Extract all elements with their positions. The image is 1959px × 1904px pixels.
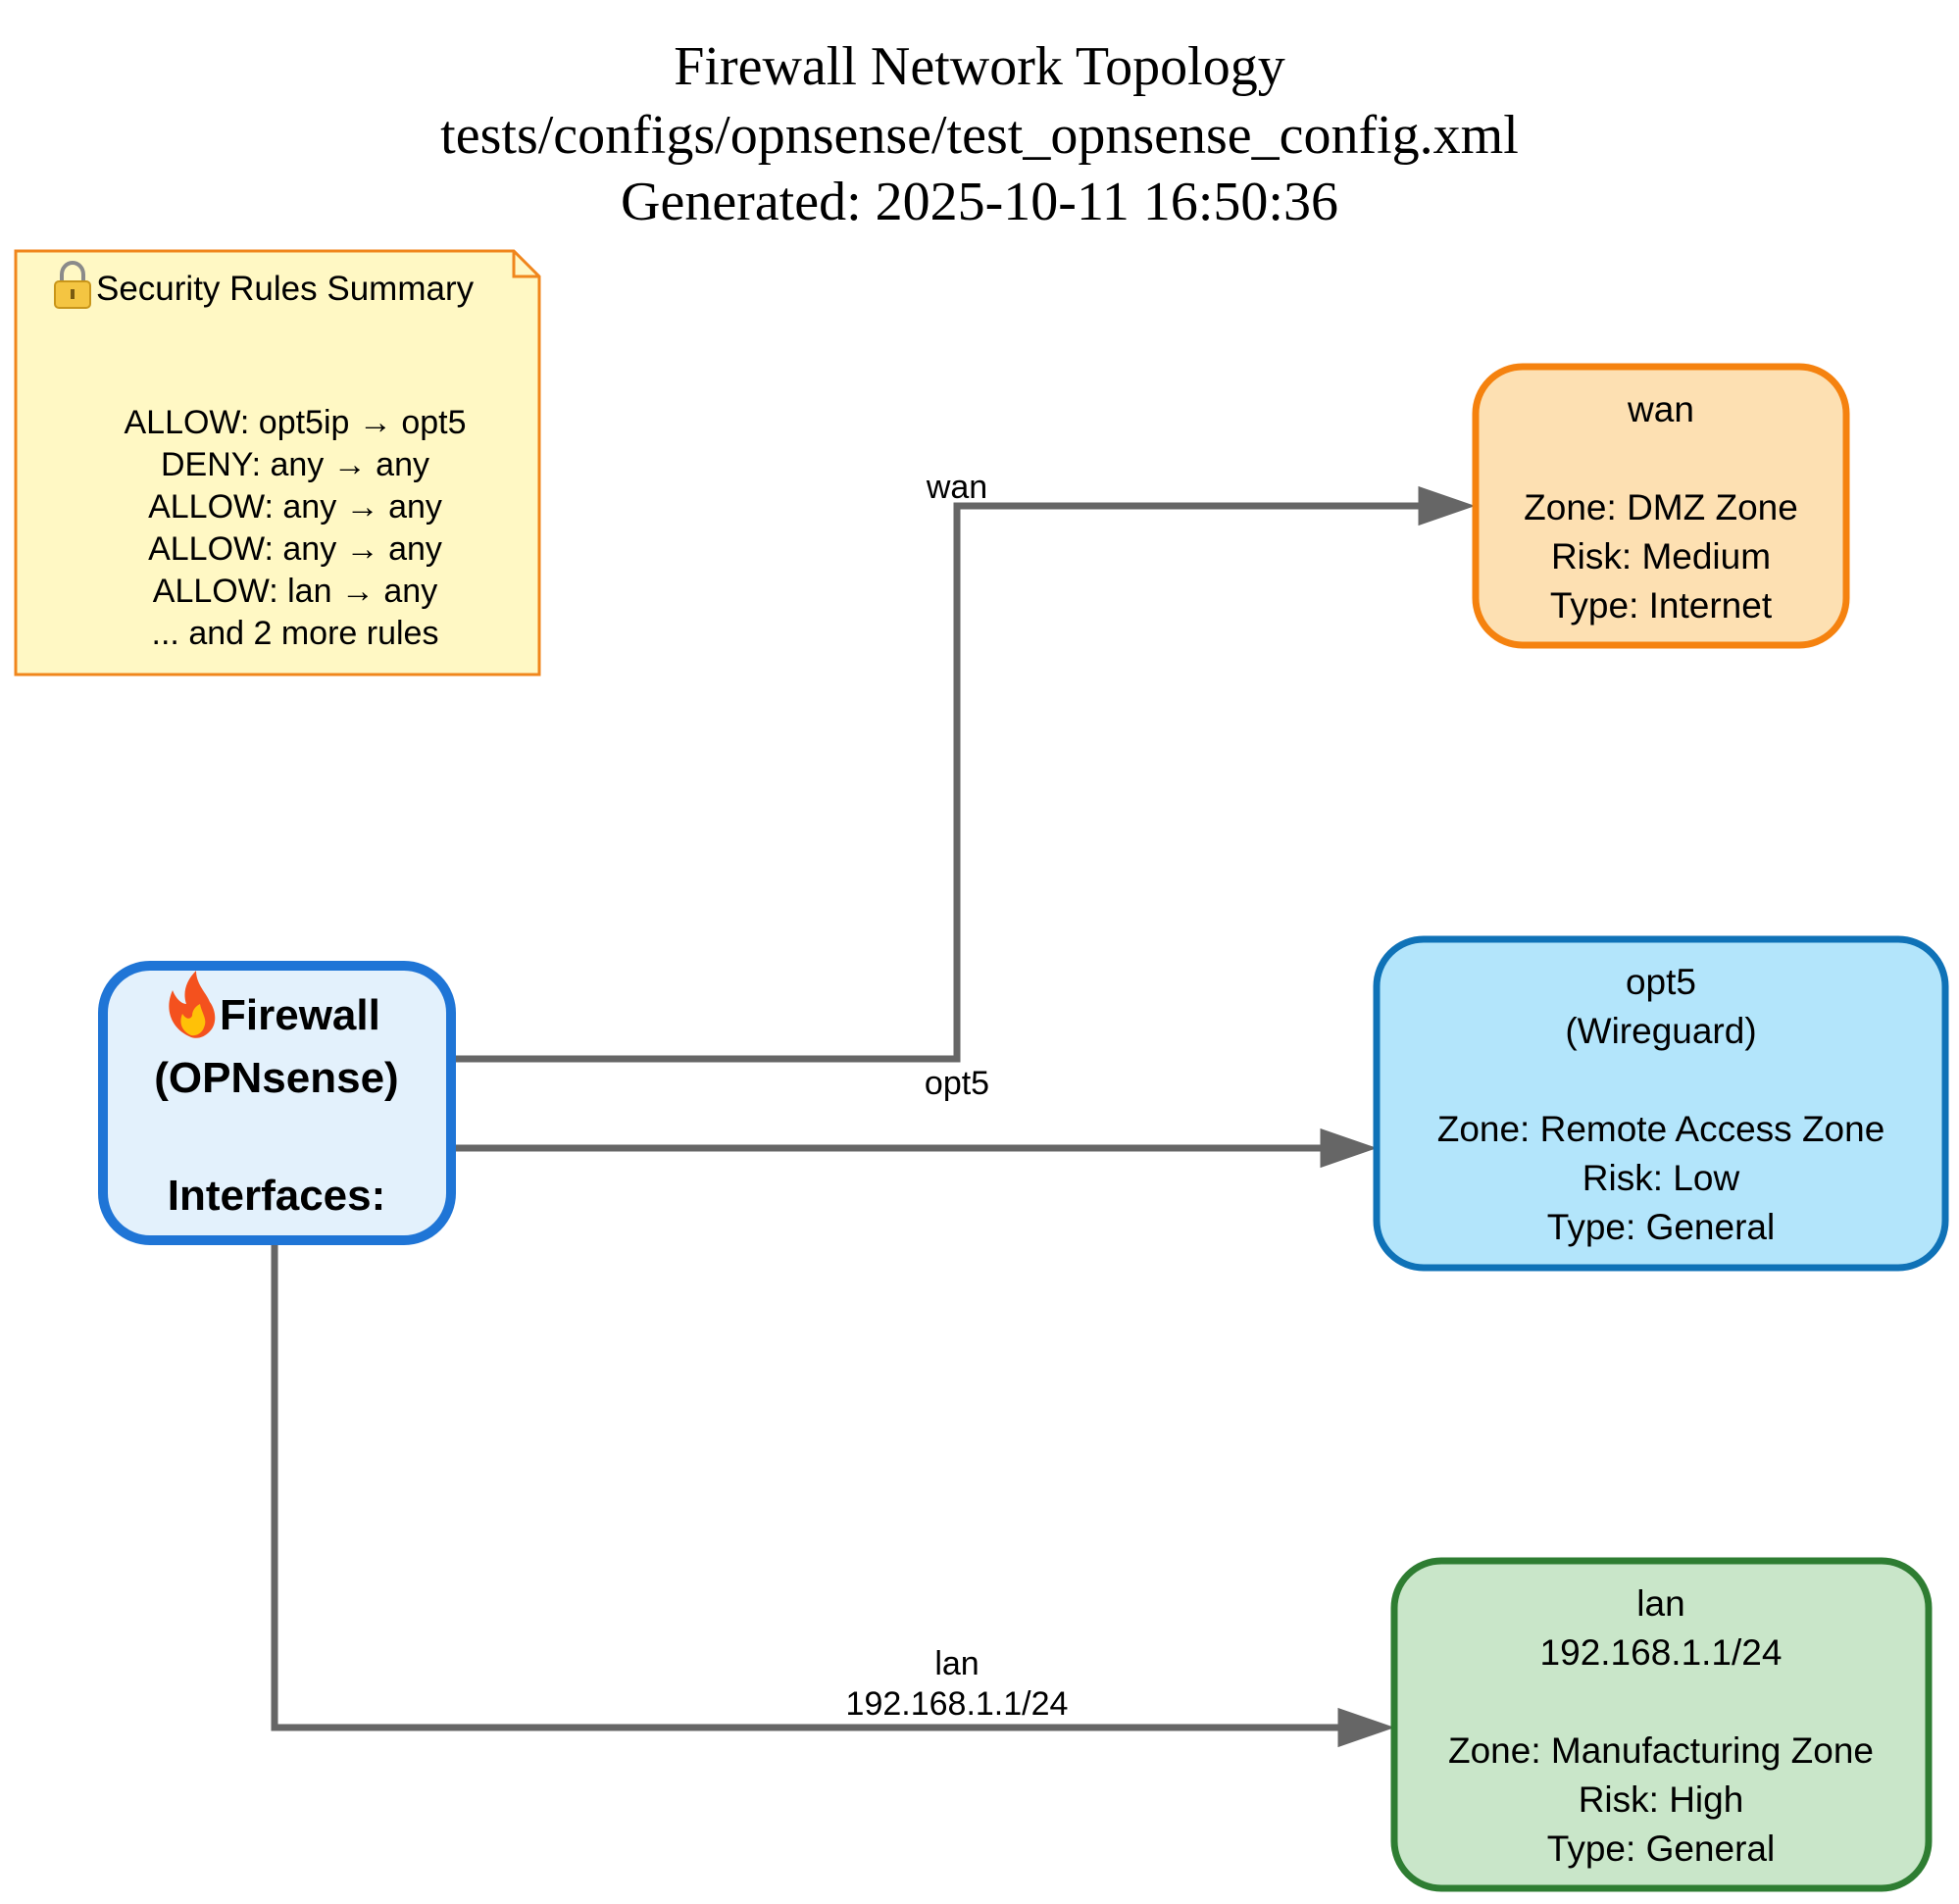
lan-detail: 192.168.1.1/24 [1540,1632,1783,1673]
rule-line-4: ALLOW: any → any [148,530,442,568]
title-line-2: tests/configs/opnsense/test_opnsense_con… [440,105,1519,166]
rule-line-3: ALLOW: any → any [148,488,442,526]
edge-lan-label: lan [934,1645,979,1682]
interface-node-wan: wan Zone: DMZ Zone Risk: Medium Type: In… [1472,363,1850,649]
opt5-risk: Risk: Low [1582,1158,1740,1198]
wan-zone: Zone: DMZ Zone [1524,487,1798,527]
opt5-detail: (Wireguard) [1565,1011,1756,1051]
edge-opt5: opt5 [456,1065,1378,1169]
lan-zone: Zone: Manufacturing Zone [1448,1730,1874,1771]
wan-box [1472,363,1850,649]
edge-lan-sublabel: 192.168.1.1/24 [846,1685,1069,1723]
wan-risk: Risk: Medium [1551,536,1771,576]
rule-line-1: ALLOW: opt5ip → opt5 [124,404,466,441]
edge-lan-arrow [1337,1707,1395,1748]
firewall-name: Firewall [220,991,380,1039]
note-shape [14,249,541,676]
rule-line-5: ALLOW: lan → any [153,573,437,610]
title-line-3: Generated: 2025-10-11 16:50:36 [621,172,1338,232]
wan-name: wan [1627,389,1694,429]
security-rules-note: Security Rules Summary ALLOW: opt5ip → o… [14,249,541,676]
note-fold [512,251,539,278]
firewall-node: Firewall (OPNsense) Interfaces: [98,961,456,1245]
fire-icon [169,971,216,1038]
opt5-box [1373,935,1949,1272]
edge-wan-label: wan [926,469,987,506]
lan-type: Type: General [1547,1829,1775,1869]
diagram-title: Firewall Network Topology tests/configs/… [440,36,1519,232]
wan-type: Type: Internet [1550,585,1773,626]
rule-line-2: DENY: any → any [161,446,429,483]
edge-wan-arrow [1418,485,1476,526]
edge-lan: lan 192.168.1.1/24 [271,1245,1395,1748]
edge-opt5-label: opt5 [925,1065,989,1102]
edge-wan: wan [456,469,1476,1063]
edge-opt5-arrow [1320,1127,1378,1169]
edge-lan-line [271,1245,1339,1731]
opt5-zone: Zone: Remote Access Zone [1437,1109,1885,1149]
note-heading: Security Rules Summary [96,270,475,308]
interface-node-opt5: opt5 (Wireguard) Zone: Remote Access Zon… [1373,935,1949,1272]
edge-wan-line [456,502,1420,1063]
interface-node-lan: lan 192.168.1.1/24 Zone: Manufacturing Z… [1390,1557,1933,1892]
lan-risk: Risk: High [1579,1779,1744,1820]
firewall-subtitle: (OPNsense) [154,1054,398,1102]
opt5-name: opt5 [1626,962,1696,1002]
title-line-1: Firewall Network Topology [674,36,1284,97]
rule-line-6: ... and 2 more rules [152,615,439,652]
lan-box [1390,1557,1933,1892]
firewall-interfaces-label: Interfaces: [168,1172,386,1220]
lan-name: lan [1636,1583,1684,1624]
opt5-type: Type: General [1547,1207,1775,1247]
lock-icon [54,261,91,309]
